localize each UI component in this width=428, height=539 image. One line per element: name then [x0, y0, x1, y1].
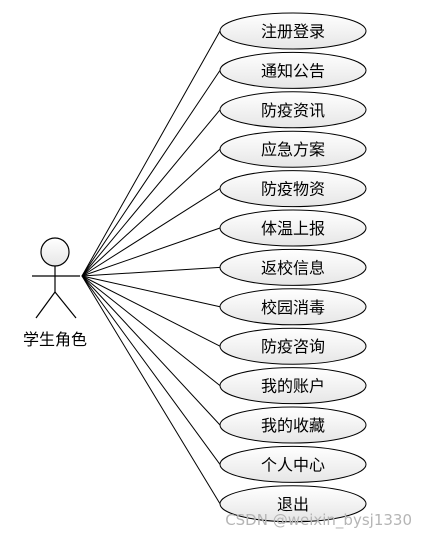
use-case: 我的账户	[219, 367, 367, 405]
use-case-label: 防疫资讯	[261, 101, 325, 120]
use-case-label: 我的账户	[261, 377, 325, 396]
actor-right-leg	[54, 291, 77, 319]
association-line	[81, 275, 221, 505]
use-case-ellipse	[219, 209, 367, 247]
use-case-ellipse	[219, 130, 367, 168]
use-case: 体温上报	[219, 209, 367, 247]
use-case-ellipse	[219, 445, 367, 483]
use-case-label: 退出	[277, 495, 309, 514]
use-case-ellipse	[219, 485, 367, 523]
use-case-label: 校园消毒	[261, 298, 325, 317]
association-line	[81, 275, 221, 465]
actor-label: 学生角色	[23, 330, 87, 349]
use-case-label: 应急方案	[261, 140, 325, 159]
use-case: 我的收藏	[219, 406, 367, 444]
actor-left-leg	[35, 291, 56, 319]
use-case: 注册登录	[219, 12, 367, 50]
association-line	[81, 266, 221, 277]
association-line	[81, 275, 221, 347]
use-case-ellipse	[219, 406, 367, 444]
use-case: 防疫咨询	[219, 327, 367, 365]
association-line	[81, 227, 221, 277]
use-case: 防疫物资	[219, 170, 367, 208]
use-case: 校园消毒	[219, 288, 367, 326]
use-case-label: 我的收藏	[261, 416, 325, 435]
use-case-ellipse	[219, 12, 367, 50]
use-case: 通知公告	[219, 51, 367, 89]
actor-head	[40, 237, 70, 267]
association-line	[81, 30, 221, 277]
use-case-list: 注册登录通知公告防疫资讯应急方案防疫物资体温上报返校信息校园消毒防疫咨询我的账户…	[219, 12, 367, 523]
use-case-label: 防疫咨询	[261, 337, 325, 356]
use-case-ellipse	[219, 327, 367, 365]
actor-figure	[32, 237, 80, 319]
use-case-ellipse	[219, 51, 367, 89]
association-line	[81, 70, 221, 277]
association-line	[81, 275, 221, 386]
use-case-label: 体温上报	[261, 219, 325, 238]
use-case-ellipse	[219, 170, 367, 208]
use-case: 返校信息	[219, 248, 367, 286]
use-case-ellipse	[219, 367, 367, 405]
association-line	[81, 275, 221, 426]
use-case: 个人中心	[219, 445, 367, 483]
association-lines	[81, 30, 221, 505]
use-case: 防疫资讯	[219, 91, 367, 129]
association-line	[81, 188, 221, 277]
use-case: 应急方案	[219, 130, 367, 168]
use-case-ellipse	[219, 248, 367, 286]
use-case-label: 防疫物资	[261, 180, 325, 199]
association-line	[81, 275, 221, 308]
use-case-label: 注册登录	[261, 22, 325, 41]
association-line	[81, 109, 221, 277]
use-case-label: 返校信息	[261, 258, 325, 277]
watermark: CSDN @weixin_bysj1330	[225, 511, 412, 530]
association-line	[81, 148, 221, 277]
use-case-ellipse	[219, 91, 367, 129]
use-case-label: 通知公告	[261, 61, 325, 80]
use-case-label: 个人中心	[261, 455, 325, 474]
use-case-ellipse	[219, 288, 367, 326]
use-case: 退出	[219, 485, 367, 523]
